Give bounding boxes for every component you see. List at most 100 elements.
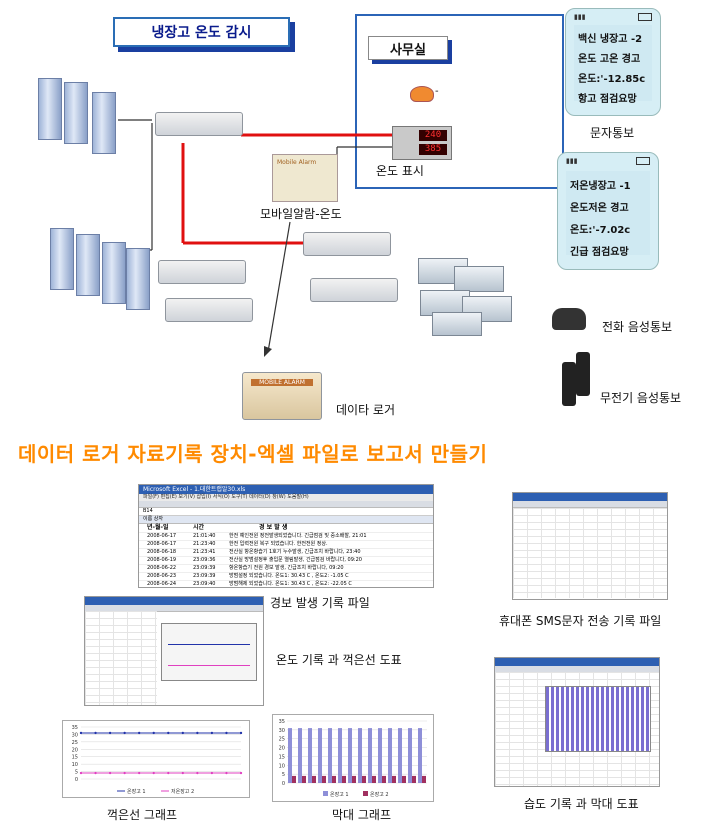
alarm-file-caption: 경보 발생 기록 파일: [270, 596, 370, 610]
table-cell: 항온항습기 전원 경보 발생, 긴급조치 바랍니다, 09:20: [229, 565, 344, 571]
sensor-unit: [303, 232, 391, 256]
display-bottom-readout: 385: [419, 144, 447, 155]
y-tick-label: 30: [279, 728, 285, 734]
bar: [422, 775, 426, 783]
legend-label: 저온장고 2: [171, 788, 194, 795]
radio-icon: [576, 352, 590, 396]
page-title: 냉장고 온도 감시: [113, 17, 290, 47]
bar: [368, 728, 372, 783]
data-point: [181, 731, 185, 735]
bar: [312, 775, 316, 783]
signal-icon: ▮▮▮: [566, 157, 578, 165]
temp-display-label: 온도 표시: [376, 164, 424, 178]
radio-icon: [562, 362, 576, 406]
legend-label: 온장고 1: [127, 788, 146, 795]
bar: [372, 775, 376, 783]
server-rack: [64, 82, 88, 144]
bar: [348, 728, 352, 783]
y-tick-label: 5: [75, 770, 78, 776]
y-tick-label: 5: [282, 772, 285, 778]
data-point: [196, 771, 199, 775]
data-point: [225, 771, 228, 775]
phone-voice-label: 전화 음성통보: [602, 320, 673, 334]
alarm-light-icon: [410, 86, 434, 102]
data-point: [108, 771, 112, 775]
data-logger-label: 데이타 로거: [336, 403, 396, 417]
y-tick-label: 15: [279, 754, 285, 760]
signal-icon: ▮▮▮: [574, 13, 586, 21]
bar: [398, 728, 402, 783]
server-rack: [126, 248, 150, 310]
data-point: [167, 731, 170, 735]
bar: [388, 728, 392, 783]
temp-display-device: 240 385: [392, 126, 452, 160]
sensor-unit: [155, 112, 243, 136]
y-tick-label: 25: [279, 737, 285, 743]
table-cell: 23:09:36: [193, 557, 216, 563]
data-point: [196, 731, 199, 735]
battery-icon: [636, 157, 650, 165]
data-point: [94, 731, 97, 735]
legend-swatch: [323, 791, 328, 796]
data-point: [123, 771, 126, 775]
table-cell: 방범해제 되었습니다. 온도1: 30.43 C , 온도2: -22.05 C: [229, 581, 352, 587]
alarm-excel-file: Microsoft Excel - 1.대한트랩알30.xls 파일(F) 편집…: [138, 484, 434, 588]
bar: [332, 775, 336, 783]
humidity-caption: 습도 기록 과 막대 도표: [524, 797, 639, 811]
data-point: [152, 771, 155, 775]
bar: [378, 728, 382, 783]
bar: [298, 728, 302, 783]
table-cell: 2008-06-24: [147, 581, 177, 587]
table-cell: 2008-06-17: [147, 541, 177, 547]
y-tick-label: 35: [279, 719, 285, 725]
table-cell: 2008-06-23: [147, 573, 177, 579]
data-point: [108, 731, 112, 735]
sensor-unit: [165, 298, 253, 322]
server-rack: [102, 242, 126, 304]
table-cell: 2008-06-17: [147, 533, 177, 539]
data-point: [225, 731, 228, 735]
bar: [338, 728, 342, 783]
server-rack: [76, 234, 100, 296]
data-point: [79, 731, 83, 735]
bar: [358, 728, 362, 783]
bar: [342, 775, 346, 783]
mobile-alarm-device: Mobile Alarm: [272, 154, 338, 202]
data-logger-device: MOBILE ALARM: [242, 372, 322, 420]
mobile-alarm-label: 모바일알람-온도: [260, 207, 342, 221]
bar: [382, 775, 386, 783]
bar: [412, 775, 416, 783]
table-cell: 23:09:39: [193, 565, 216, 571]
sensor-unit: [158, 260, 246, 284]
line-graph-caption: 꺽은선 그래프: [107, 808, 178, 822]
data-point: [137, 771, 141, 775]
data-point: [137, 731, 141, 735]
data-point: [239, 731, 243, 735]
table-cell: 2008-06-18: [147, 549, 177, 555]
y-tick-label: 10: [279, 763, 285, 769]
y-tick-label: 0: [282, 781, 285, 787]
legend-label: 온장고 2: [370, 791, 389, 798]
bar: [308, 728, 312, 783]
data-point: [167, 771, 170, 775]
server-rack: [92, 92, 116, 154]
table-cell: 21:23:40: [193, 541, 216, 547]
sms-phone-2: 저온냉장고 -1 온도저온 경고 온도:'-7.02c 긴급 점검요망 ▮▮▮: [557, 152, 659, 270]
server-rack: [50, 228, 74, 290]
bar: [318, 728, 322, 783]
bar-graph-caption: 막대 그래프: [332, 808, 392, 822]
table-cell: 21:01:40: [193, 533, 216, 539]
table-cell: 2008-06-22: [147, 565, 177, 571]
y-tick-label: 15: [72, 755, 78, 761]
sms-record-file: [512, 492, 668, 600]
sms-file-caption: 휴대폰 SMS문자 전송 기록 파일: [499, 614, 662, 628]
bar: [402, 775, 406, 783]
table-cell: 23:09:39: [193, 573, 216, 579]
